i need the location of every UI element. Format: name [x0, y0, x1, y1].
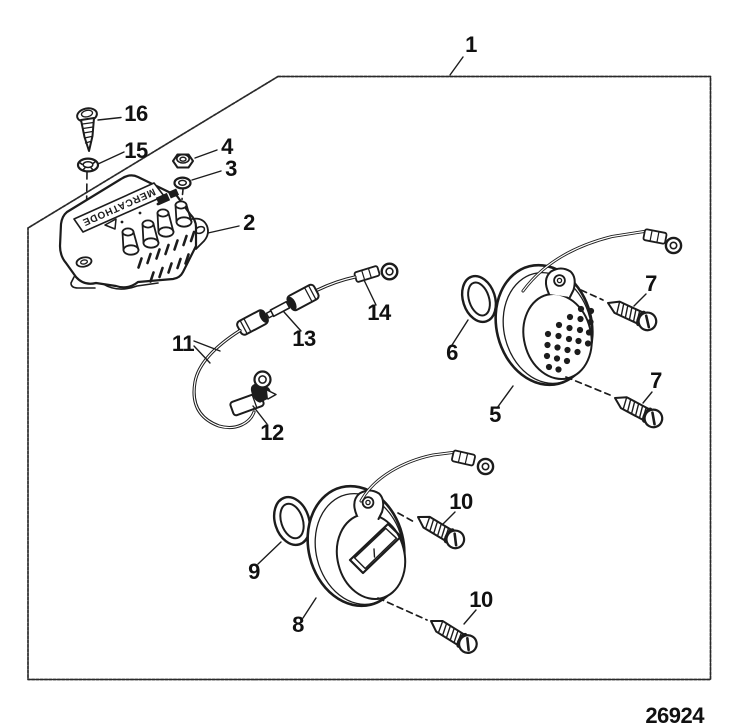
assembly-dashed-7b — [565, 376, 611, 396]
callout-8: 8 — [292, 612, 304, 637]
callout-15: 15 — [124, 138, 148, 163]
callout-10-upper: 10 — [449, 489, 473, 514]
part-8-anode — [306, 449, 495, 608]
callout-6: 6 — [446, 340, 458, 365]
part-7-screw-lower — [609, 388, 667, 432]
callout-labels: 1 2 3 4 5 6 7 7 8 9 10 10 11 12 13 14 15… — [124, 32, 662, 637]
part-10-screw-lower — [425, 612, 482, 658]
part-14-ring-terminal — [353, 262, 399, 283]
part-2-controller: MERCATHODE — [58, 174, 209, 290]
callout-5: 5 — [489, 402, 501, 427]
controller-ribs — [137, 230, 196, 283]
callout-11: 11 — [172, 331, 195, 356]
part-11-cable-assembly — [192, 262, 399, 430]
part-13-connector — [236, 283, 320, 336]
part-7-screw-upper — [602, 293, 661, 335]
assembly-dashed-3 — [181, 188, 184, 201]
assembly-dashed-7a — [580, 289, 604, 301]
callout-1: 1 — [465, 32, 477, 57]
part-9-oring — [272, 495, 312, 547]
callout-12: 12 — [260, 420, 284, 445]
frame-border — [27, 75, 712, 681]
leader-lines — [97, 56, 653, 625]
part-6-oring — [460, 274, 498, 324]
callout-10-lower: 10 — [469, 587, 493, 612]
callout-3: 3 — [225, 156, 237, 181]
callout-7-lower: 7 — [650, 368, 662, 393]
callout-7-upper: 7 — [645, 271, 657, 296]
drawing-number: 26924 — [645, 703, 705, 727]
part-10-screw-upper — [412, 508, 469, 553]
part-4-nut — [172, 153, 194, 169]
assembly-dashed-10b — [377, 597, 428, 621]
part-16-screw — [76, 107, 98, 152]
callout-4: 4 — [221, 134, 234, 159]
callout-2: 2 — [243, 210, 255, 235]
part-12-clamp — [229, 370, 277, 417]
callout-13: 13 — [292, 326, 316, 351]
part-5-electrode — [494, 228, 683, 387]
callout-14: 14 — [367, 300, 392, 325]
controller-terminal-posts — [121, 200, 193, 256]
callout-9: 9 — [248, 559, 260, 584]
assembly-dashed-10a — [397, 512, 417, 524]
callout-16: 16 — [124, 101, 148, 126]
part-3-washer — [173, 176, 192, 190]
electrode-holes — [543, 305, 595, 373]
part-15-washer — [76, 157, 100, 173]
